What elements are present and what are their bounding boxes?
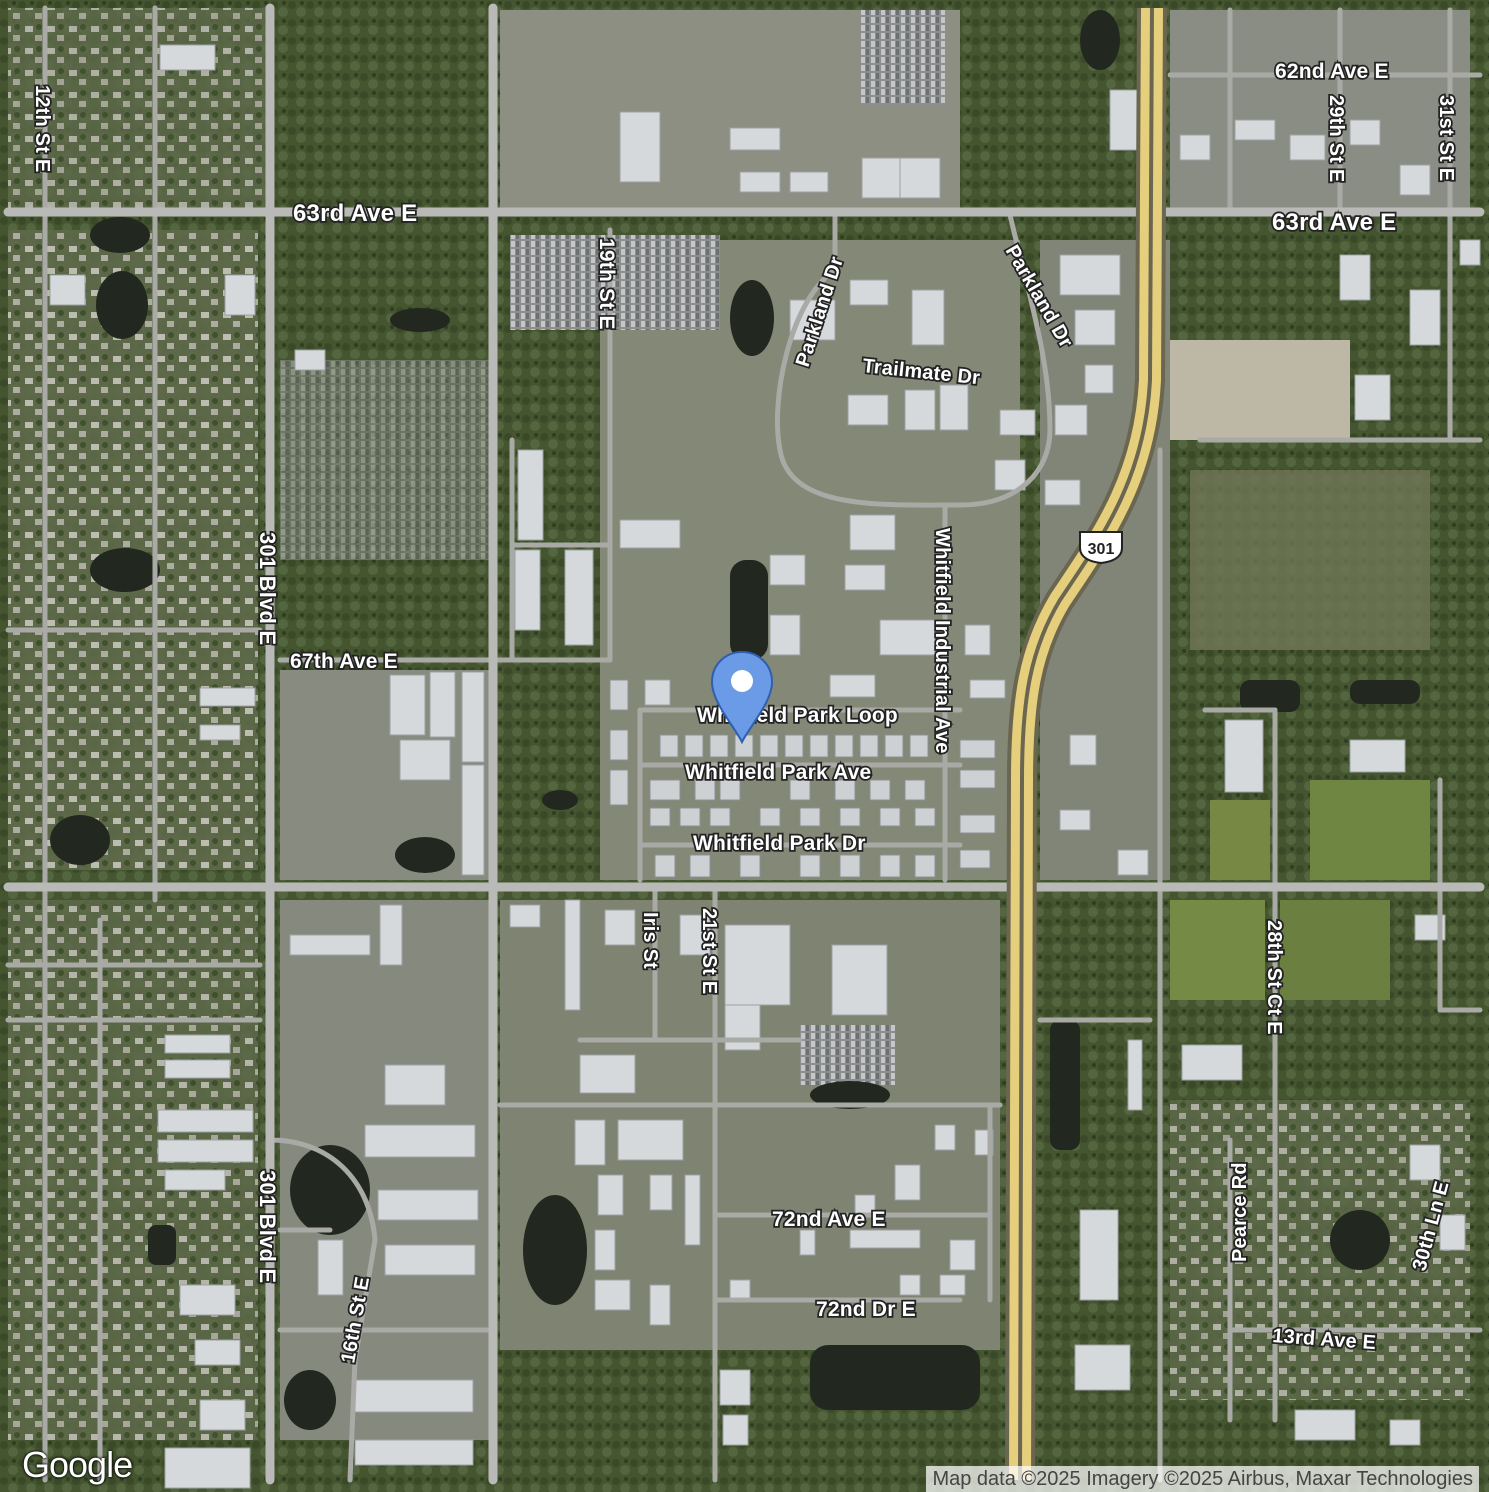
label-72nd-dr-e: 72nd Dr E [816,1298,916,1321]
pond [1330,1210,1390,1270]
label-21st-st-e: 21st St E [698,908,720,994]
label-whitfield-industrial-ave: Whitfield Industrial Ave [931,528,953,754]
us-301-shield: 301 [1079,531,1123,565]
label-63rd-ave-e-east: 63rd Ave E [1272,209,1396,236]
pond [730,560,768,660]
sand-lot-east-2 [1190,470,1430,650]
label-28th-st-ct-e: 28th St Ct E [1263,920,1285,1035]
whitfield-park-buildings [609,679,996,878]
label-301-blvd-e-south: 301 Blvd E [255,1170,280,1283]
pond [542,790,578,810]
label-29th-st-e: 29th St E [1325,95,1347,182]
label-whitfield-park-ave: Whitfield Park Ave [685,761,871,784]
pond [523,1195,587,1305]
label-67th-ave-e: 67th Ave E [290,650,398,673]
field-east-2 [1280,900,1390,1000]
pond [730,280,774,356]
field-east-4 [1210,800,1270,880]
industrial-area-center [600,240,1020,880]
us-301-shield-label: 301 [1088,541,1115,558]
parking-lot-south [800,1025,895,1085]
google-logo: Google [22,1444,133,1485]
residential-area-north [8,8,268,208]
pond [1350,680,1420,704]
pond [148,1225,176,1265]
buildings [49,44,1481,1489]
label-63rd-ave-e-west: 63rd Ave E [293,200,417,227]
label-pearce-rd: Pearce Rd [1229,1162,1251,1262]
pond [395,837,455,873]
sand-lot-east [1170,340,1350,440]
label-19th-st-e: 19th St E [595,238,618,330]
pond [390,308,450,332]
label-72nd-ave-e: 72nd Ave E [772,1208,886,1231]
parking-lot-center [510,235,720,330]
pond [284,1370,336,1430]
pond [1050,1020,1080,1150]
label-62nd-ave-e: 62nd Ave E [1275,60,1389,83]
label-12th-st-e: 12th St E [31,85,53,172]
industrial-area-mid-west [280,670,490,880]
local-roads [5,5,1483,1483]
label-whitfield-park-dr: Whitfield Park Dr [693,832,866,855]
label-301-blvd-e-north: 301 Blvd E [255,532,280,645]
us-301-highway-median [1018,7,1154,1481]
pond [90,548,160,592]
mobile-home-park [280,360,490,560]
location-pin-icon[interactable] [710,650,774,745]
pond [96,271,148,339]
map-attribution[interactable]: Map data ©2025 Imagery ©2025 Airbus, Max… [926,1466,1479,1492]
pond [1080,10,1120,70]
parking-lot-north [860,10,945,105]
pond [50,815,110,865]
pond [810,1081,890,1109]
arterial-roads [3,3,1485,1485]
pond [810,1345,980,1410]
label-31st-st-e: 31st St E [1435,95,1457,181]
pond [1240,680,1300,712]
field-east-3 [1170,900,1265,1000]
pond [290,1145,370,1235]
label-iris-st: Iris St [639,912,661,969]
pond [90,217,150,253]
field-east [1310,780,1430,880]
